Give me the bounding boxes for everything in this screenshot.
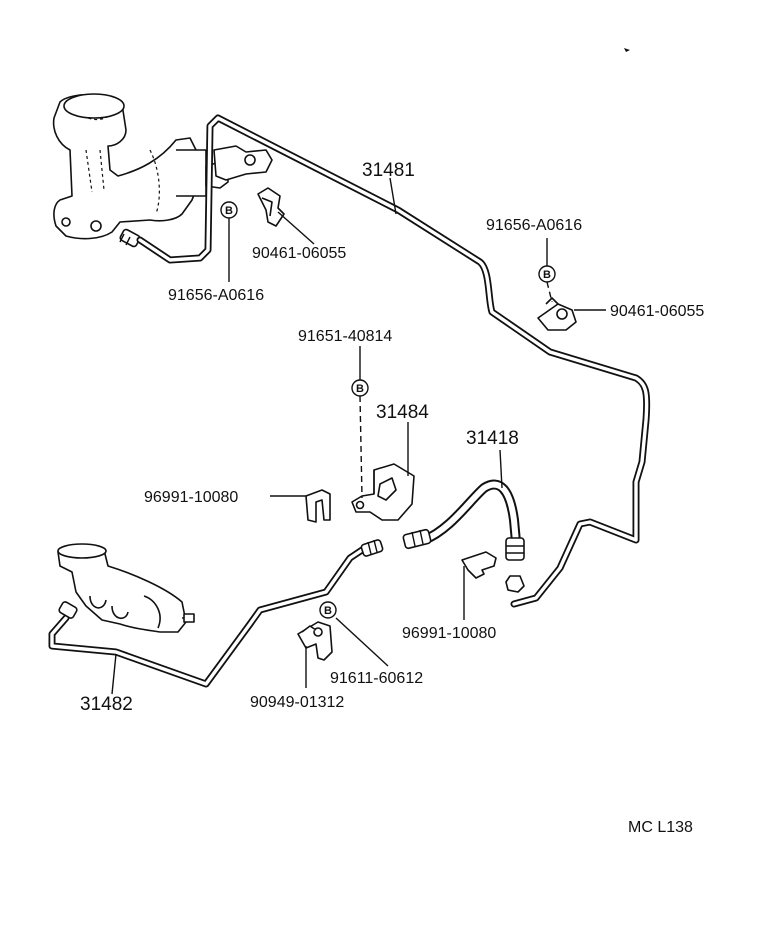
svg-text:B: B xyxy=(324,605,332,617)
svg-text:B: B xyxy=(543,269,551,281)
label-90461-left: 90461-06055 xyxy=(252,245,346,262)
bolt-badge-center: B xyxy=(351,379,369,397)
label-91651: 91651-40814 xyxy=(298,328,392,345)
bolt-badge-bottom: B xyxy=(319,601,337,619)
label-31418: 31418 xyxy=(466,428,519,449)
stray-mark xyxy=(624,48,630,52)
bolt-badge-left: B xyxy=(220,201,238,219)
clamp-90461-left xyxy=(257,187,285,227)
leader-lines xyxy=(111,177,606,695)
clip-96991-right xyxy=(461,551,497,579)
label-96991-right: 96991-10080 xyxy=(402,625,496,642)
bracket-91611 xyxy=(297,621,333,661)
master-cylinder-fitting xyxy=(119,228,141,248)
clutch-release-cylinder xyxy=(57,543,195,633)
svg-text:B: B xyxy=(225,205,233,217)
pipe-31481 xyxy=(136,114,651,608)
label-31481: 31481 xyxy=(362,160,415,181)
clutch-master-cylinder xyxy=(52,93,273,240)
clamp-90461-right xyxy=(537,297,577,331)
diagram-code: MC L138 xyxy=(628,819,693,836)
label-91656-left: 91656-A0616 xyxy=(168,287,264,304)
label-96991-left: 96991-10080 xyxy=(144,489,238,506)
bolt-badge-top-right: B xyxy=(538,265,556,283)
label-91656-top-right: 91656-A0616 xyxy=(486,217,582,234)
label-90461-right: 90461-06055 xyxy=(610,303,704,320)
label-90949: 90949-01312 xyxy=(250,694,344,711)
clip-96991-left xyxy=(305,489,331,523)
label-91611: 91611-60612 xyxy=(330,670,423,687)
label-31484: 31484 xyxy=(376,402,429,423)
bracket-31484 xyxy=(351,463,415,521)
label-31482: 31482 xyxy=(80,694,133,715)
hose-31418 xyxy=(402,479,525,593)
pipe-31482 xyxy=(48,539,384,688)
svg-text:B: B xyxy=(356,383,364,395)
